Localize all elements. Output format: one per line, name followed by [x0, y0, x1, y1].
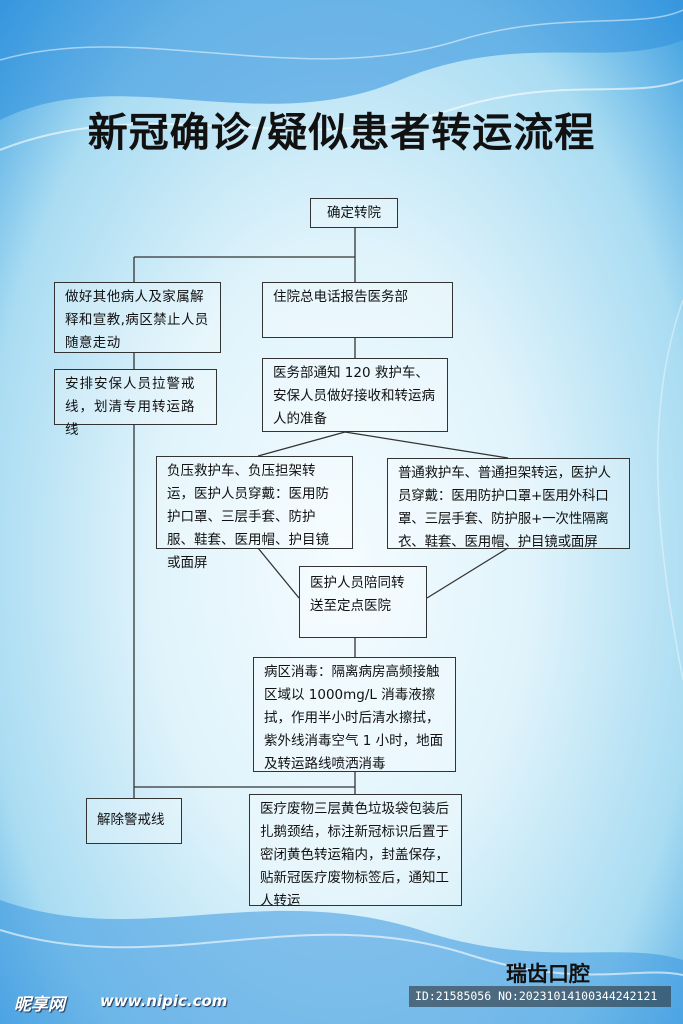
watermark-site: 昵享网 — [14, 995, 65, 1015]
node-release: 解除警戒线 — [86, 798, 182, 844]
node-explain: 做好其他病人及家属解释和宣教,病区禁止人员随意走动 — [54, 282, 221, 353]
node-negative-pressure: 负压救护车、负压担架转运，医护人员穿戴：医用防护口罩、三层手套、防护服、鞋套、医… — [156, 456, 353, 571]
watermark-url: www.nipic.com — [100, 992, 228, 1010]
page-title: 新冠确诊/疑似患者转运流程 — [87, 110, 596, 156]
node-ordinary: 普通救护车、普通担架转运，医护人员穿戴：医用防护口罩+医用外科口罩、三层手套、防… — [387, 458, 630, 550]
node-notify: 医务部通知 120 救护车、安保人员做好接收和转运病人的准备 — [262, 358, 448, 432]
node-security: 安排安保人员拉警戒线，划清专用转运路线 — [54, 369, 217, 438]
node-escort: 医护人员陪同转送至定点医院 — [299, 566, 427, 638]
node-start: 确定转院 — [310, 198, 398, 228]
brand-label: 瑞齿口腔 — [506, 962, 590, 986]
node-report: 住院总电话报告医务部 — [262, 282, 453, 338]
watermark-id: ID:21585056 NO:20231014100344242121 — [409, 986, 671, 1007]
node-disinfect: 病区消毒：隔离病房高频接触区域以 1000mg/L 消毒液擦拭，作用半小时后清水… — [253, 657, 456, 772]
node-waste: 医疗废物三层黄色垃圾袋包装后扎鹅颈结，标注新冠标识后置于密闭黄色转运箱内，封盖保… — [249, 794, 462, 909]
